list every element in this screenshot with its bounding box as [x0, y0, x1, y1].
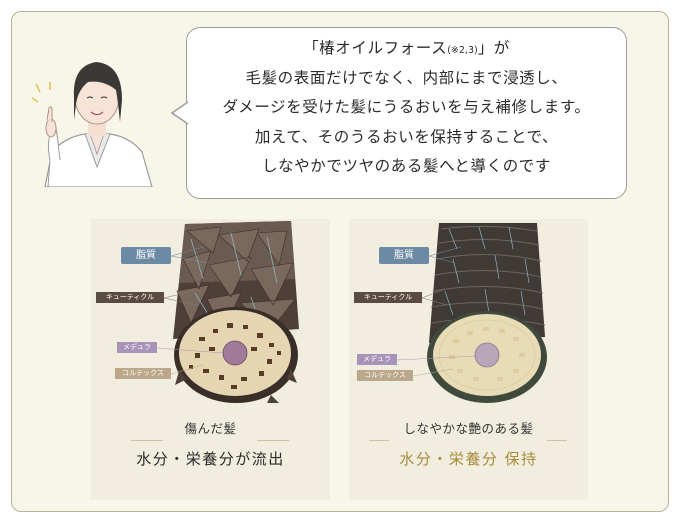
caption-rule-right: [257, 440, 289, 441]
healthy-hair-cross-section: [396, 223, 547, 403]
healthy-hair-panel: 脂質 キューティクル メデュラ コルテックス しなやかな艶のある髪 水分・栄養分…: [349, 219, 588, 500]
panel-caption: 水分・栄養分 保持: [399, 450, 538, 468]
panel-title: しなやかな艶のある髪: [403, 421, 534, 436]
speech-bubble-tail: [171, 101, 191, 125]
speech-line-4: 加えて、そのうるおいを保持することで、: [254, 127, 559, 146]
panel-title: 傷んだ髪: [184, 421, 237, 436]
speech-line-5: しなやかでツヤのある髪へと導くのです: [261, 157, 552, 175]
label-cuticle: キューティクル: [354, 292, 422, 303]
speech-line-1: 「椿オイルフォース(※2,3)」が: [303, 39, 510, 57]
panel-caption: 水分・栄養分が流出: [136, 450, 285, 468]
label-lipid: 脂質: [379, 247, 429, 264]
caption-rule-right: [547, 440, 567, 441]
label-lipid: 脂質: [121, 247, 171, 264]
caption-rule-left: [131, 440, 163, 441]
speech-text: 「椿オイルフォース(※2,3)」が 毛髪の表面だけでなく、内部にまで浸透し、 ダ…: [186, 34, 627, 182]
label-medulla: メデュラ: [357, 354, 397, 365]
damaged-hair-panel: 脂質 キューティクル メデュラ コルテックス 傷んだ髪 水分・栄養分が流出: [91, 219, 330, 500]
speech-bubble: [186, 27, 627, 199]
caption-rule-left: [369, 440, 389, 441]
speech-line-3: ダメージを受けた髪にうるおいを与え補修します。: [222, 98, 591, 116]
label-medulla: メデュラ: [117, 342, 157, 353]
doctor-illustration: [31, 62, 153, 187]
label-cortex: コルテックス: [357, 370, 413, 381]
label-cuticle: キューティクル: [96, 292, 164, 303]
damaged-hair-cross-section: [156, 221, 299, 403]
speech-line-2: 毛髪の表面だけでなく、内部にまで浸透し、: [245, 68, 568, 87]
label-cortex: コルテックス: [115, 368, 171, 379]
